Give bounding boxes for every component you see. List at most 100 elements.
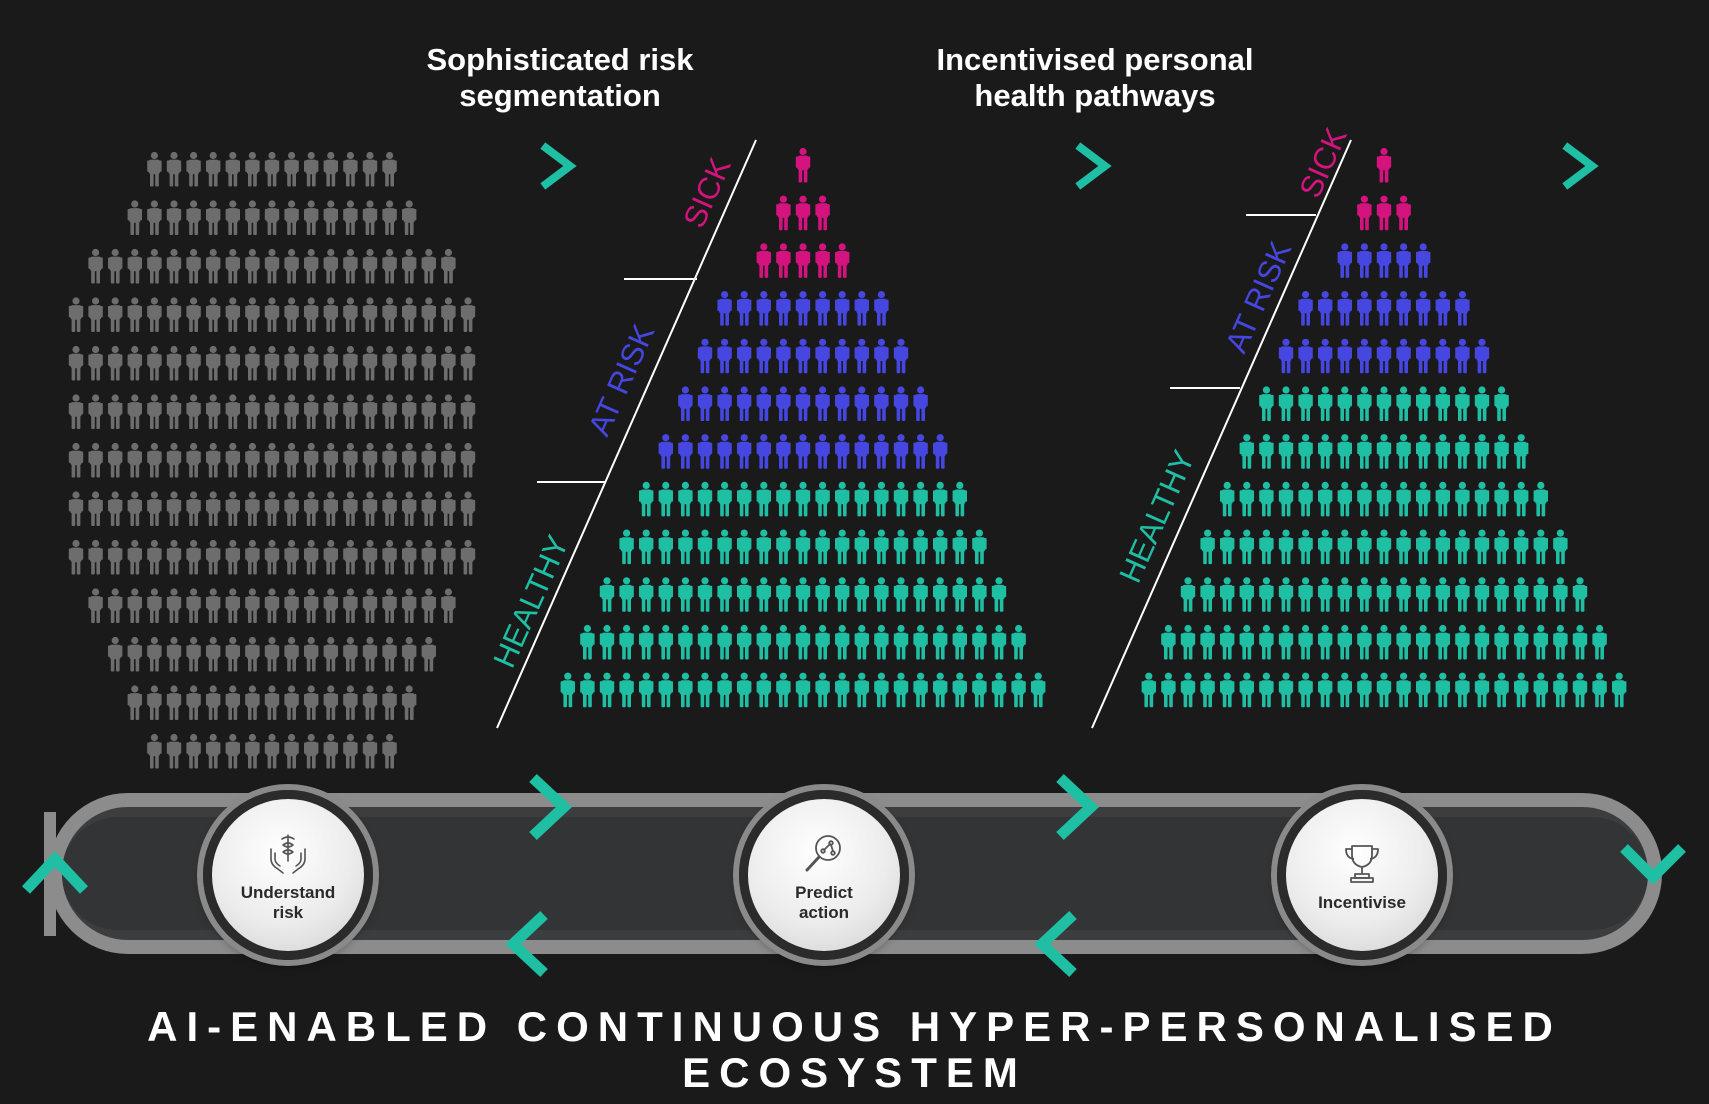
person-figure-at-risk [1416, 291, 1431, 326]
person-figure [264, 636, 280, 672]
person-figure [323, 345, 338, 381]
person-figure [304, 539, 319, 575]
person-figure [460, 539, 476, 575]
person-figure-healthy [1455, 481, 1470, 517]
person-figure [284, 345, 299, 381]
person-figure [225, 200, 240, 235]
person-figure-healthy [1494, 386, 1509, 421]
person-figure [127, 491, 142, 526]
node-predict-action[interactable]: Predict action [739, 790, 909, 960]
person-figure-at-risk [776, 434, 791, 469]
person-figure-healthy [1455, 672, 1470, 708]
person-figure-healthy [619, 672, 634, 708]
person-figure-healthy [1298, 386, 1313, 421]
person-figure [343, 733, 358, 769]
person-figure [206, 491, 221, 526]
person-figure [186, 442, 201, 478]
person-figure-healthy [1396, 577, 1411, 612]
person-figure [68, 442, 84, 478]
person-figure-at-risk [1376, 291, 1392, 326]
person-figure-healthy [1337, 434, 1352, 469]
person-figure [304, 248, 319, 284]
person-figure-at-risk [893, 386, 909, 421]
person-figure [147, 297, 162, 332]
person-figure-at-risk [1435, 291, 1450, 326]
person-figure [225, 394, 240, 429]
person-figure [264, 200, 280, 235]
person-figure-at-risk [678, 434, 693, 469]
person-figure-at-risk [756, 434, 771, 469]
person-figure [166, 733, 182, 769]
person-figure-healthy [1376, 624, 1392, 660]
person-figure-healthy [1011, 624, 1026, 660]
person-figure-healthy [952, 624, 967, 660]
person-figure-sick [776, 195, 791, 231]
person-figure [402, 248, 417, 284]
person-figure [147, 345, 162, 381]
person-figure [343, 539, 358, 575]
person-figure [284, 394, 299, 429]
person-figure-at-risk [795, 386, 811, 421]
person-figure-healthy [639, 577, 654, 612]
person-figure-healthy [835, 672, 850, 708]
person-figure [245, 733, 260, 769]
person-figure-healthy [893, 481, 909, 517]
person-figure-healthy [1259, 434, 1274, 469]
person-figure [284, 297, 299, 332]
person-figure [304, 297, 319, 332]
person-figure [304, 733, 319, 769]
person-figure [284, 733, 299, 769]
person-figure [362, 636, 378, 672]
person-figure-healthy [1011, 672, 1026, 708]
person-figure-healthy [874, 481, 889, 517]
person-figure-healthy [1435, 577, 1450, 612]
person-figure [245, 636, 260, 672]
person-figure-healthy [1278, 434, 1294, 469]
person-figure [206, 248, 221, 284]
person-figure-healthy [639, 672, 654, 708]
person-figure-healthy [1298, 434, 1313, 469]
person-figure-healthy [1474, 529, 1490, 565]
person-figure-healthy [639, 481, 654, 517]
person-figure-healthy [1337, 577, 1352, 612]
person-figure [362, 685, 378, 720]
person-figure-healthy [1416, 434, 1431, 469]
person-figure [323, 685, 338, 720]
segment-axis-2 [1091, 139, 1352, 729]
person-figure-at-risk [717, 434, 732, 469]
node-incentivise[interactable]: Incentivise [1277, 790, 1447, 960]
person-figure-healthy [599, 672, 615, 708]
person-figure [402, 491, 417, 526]
person-figure-healthy [1455, 577, 1470, 612]
person-figure-healthy [580, 624, 595, 660]
person-figure-healthy [893, 577, 909, 612]
person-figure-healthy [756, 672, 771, 708]
person-figure [382, 345, 397, 381]
person-figure [108, 539, 123, 575]
person-figure [343, 394, 358, 429]
person-figure-at-risk [835, 338, 850, 374]
person-figure-at-risk [1357, 338, 1372, 374]
person-figure-healthy [815, 577, 830, 612]
person-figure-healthy [972, 529, 987, 565]
person-figure-healthy [1200, 624, 1215, 660]
person-figure-healthy [1474, 434, 1490, 469]
person-figure [441, 248, 456, 284]
person-figure [402, 442, 417, 478]
person-figure [441, 442, 456, 478]
person-figure-healthy [619, 577, 634, 612]
person-figure-healthy [1357, 434, 1372, 469]
heading-health-pathways: Incentivised personal health pathways [936, 42, 1254, 113]
person-figure-at-risk [1278, 338, 1294, 374]
person-figure-healthy [933, 577, 948, 612]
person-figure-at-risk [835, 291, 850, 326]
person-figure [421, 539, 436, 575]
person-figure-healthy [678, 481, 693, 517]
person-figure-healthy [717, 481, 732, 517]
node-understand-risk[interactable]: Understand risk [203, 790, 373, 960]
person-figure-healthy [854, 624, 869, 660]
person-figure-healthy [1376, 481, 1392, 517]
person-figure [323, 394, 338, 429]
person-figure-at-risk [835, 386, 850, 421]
person-figure-healthy [835, 577, 850, 612]
